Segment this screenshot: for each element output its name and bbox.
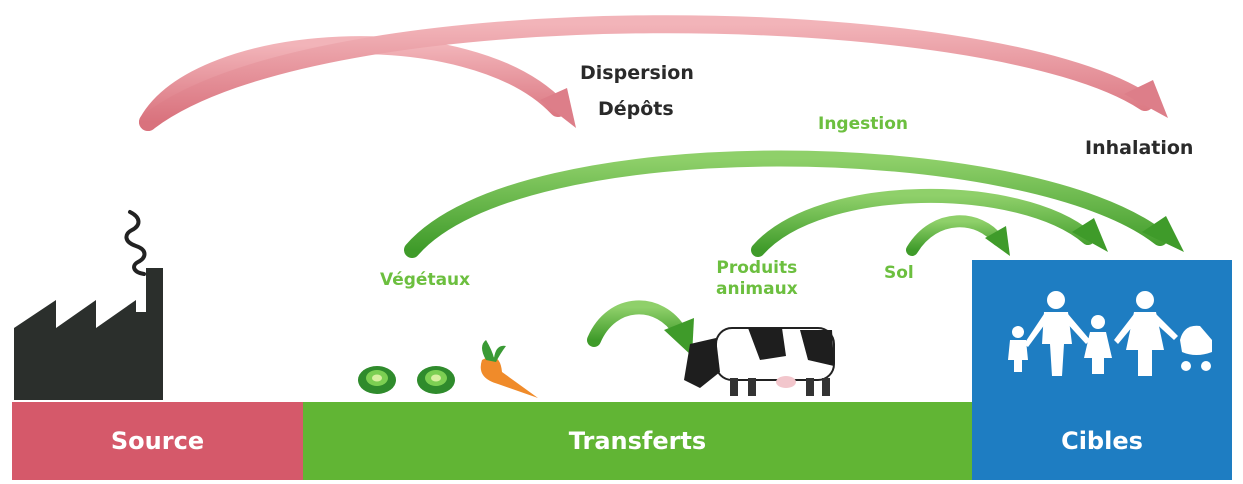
ingestion-arrow-sol: [912, 221, 1010, 256]
transfer-arrow-cow: [594, 307, 694, 356]
factory-icon: [14, 268, 163, 400]
transferts-label: Transferts: [569, 427, 706, 455]
cow-icon: [684, 328, 834, 396]
cabbage-icon: [358, 366, 396, 394]
vegetaux-label: Végétaux: [380, 270, 470, 291]
cibles-bar: Cibles: [972, 402, 1232, 480]
source-label: Source: [111, 427, 204, 455]
dispersion-label: Dispersion: [580, 62, 694, 86]
transferts-bar: Transferts: [303, 402, 972, 480]
smoke-icon: [126, 212, 144, 274]
carrot-icon: [481, 340, 538, 398]
cibles-label: Cibles: [1061, 427, 1143, 455]
ingestion-label: Ingestion: [818, 114, 908, 135]
depots-label: Dépôts: [598, 98, 674, 122]
produits-animaux-label: Produits animaux: [716, 258, 798, 301]
produits-label-line1: Produits: [716, 258, 798, 279]
produits-label-line2: animaux: [716, 279, 798, 300]
source-bar: Source: [12, 402, 303, 480]
ingestion-arrow-vegetaux: [412, 158, 1184, 252]
cabbage-icon: [417, 366, 455, 394]
sol-label: Sol: [884, 263, 914, 284]
inhalation-label: Inhalation: [1085, 137, 1193, 161]
